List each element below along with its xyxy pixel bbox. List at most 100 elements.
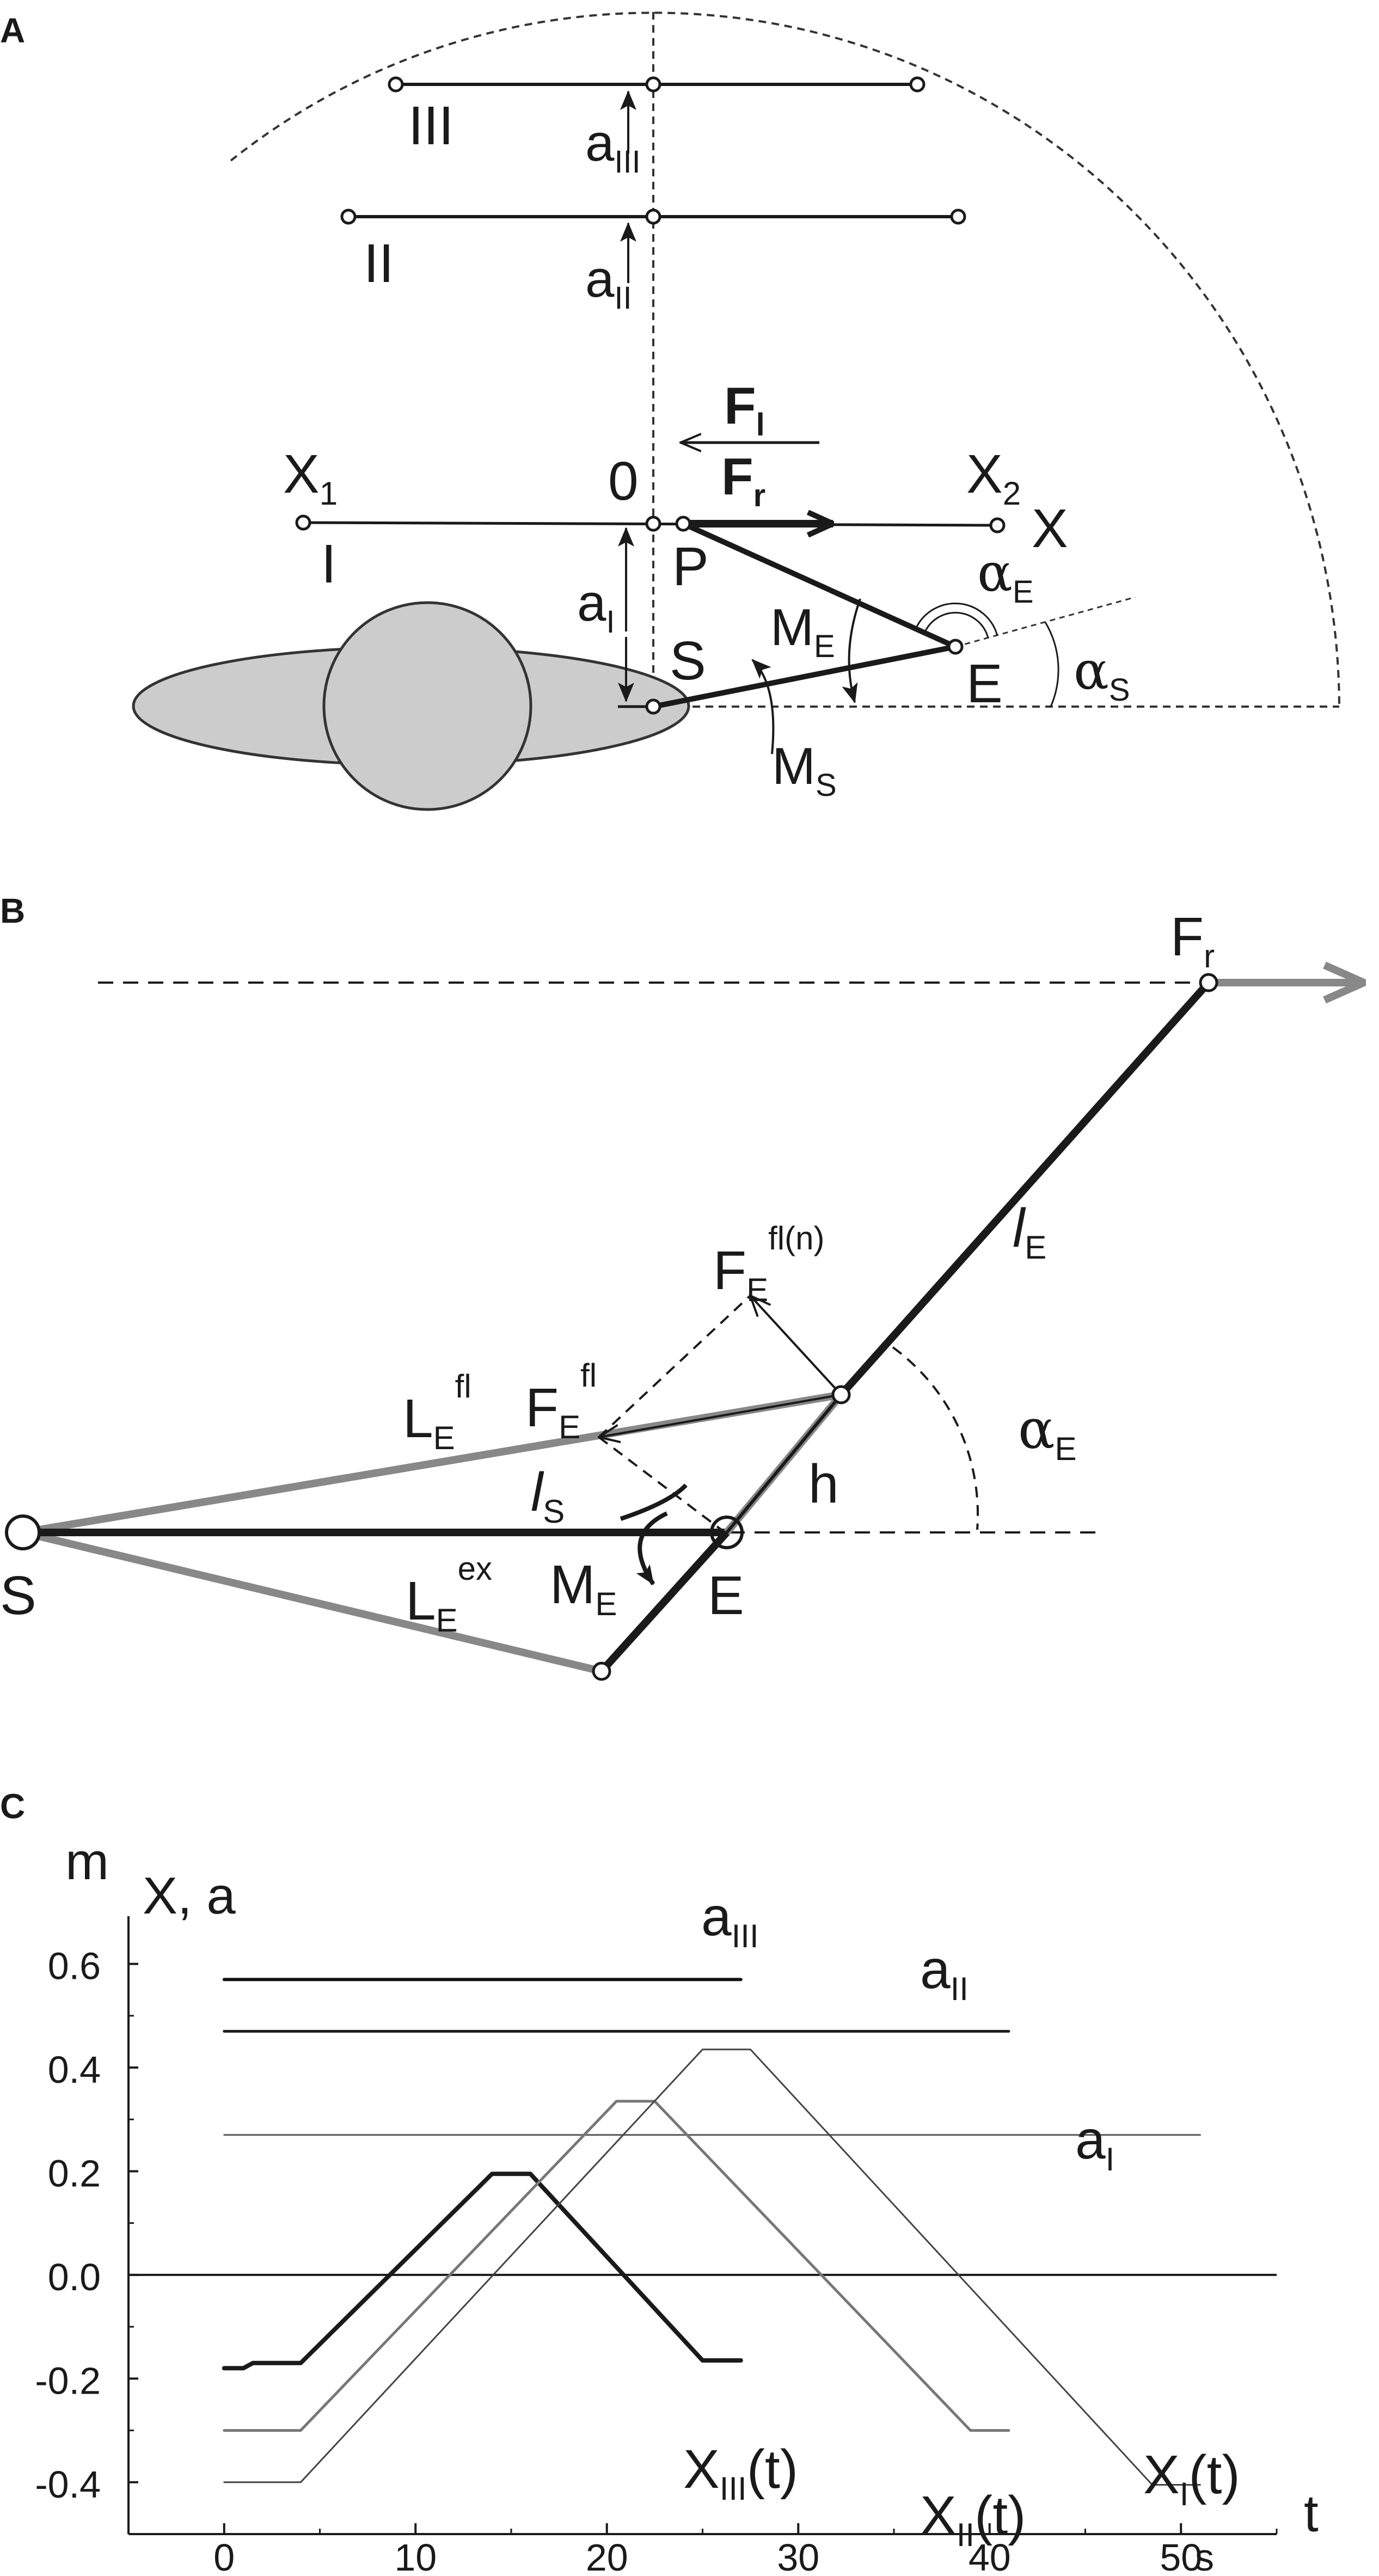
force-parallelogram-left-dashed [598,1436,722,1531]
origin-point [645,516,661,532]
y-tick-label: 0.6 [48,1945,101,1988]
x-tick-label: 0 [213,2536,235,2576]
x-axis-label: X [1032,498,1068,559]
moment-label-me: ME [770,598,835,664]
panel-c-letter: C [0,1787,25,1826]
hand-point-b [1199,973,1218,992]
x2-label: X2 [966,444,1021,512]
y-tick-label: 0.0 [48,2256,101,2298]
x1-label: X1 [283,444,338,512]
elbow-joint-e [710,1516,744,1549]
upper-arm-label-ls: lS [531,1462,565,1530]
extensor-muscle-line [22,1529,603,1675]
chart-series-labels: aIII aII aI XIII(t) XII(t) XI(t) [683,1886,1240,2553]
track-III-left-end [388,76,404,93]
angle-label-alpha-s: αS [1074,640,1130,708]
moment-arrow-me-b-top [620,1483,688,1521]
moment-label-me-b: ME [550,1554,617,1622]
upper-arm-segment [653,644,956,709]
series-line-x-ii [223,2100,1010,2432]
force-label-fr: Fr [721,447,765,513]
distance-label-a-III: aIII [585,114,641,180]
forearm-lower-extension [598,1530,730,1674]
muscle-label-le-ex: LEex [406,1550,492,1639]
y-tick-label: 0.4 [48,2048,101,2091]
moment-label-ms: MS [772,737,837,803]
forearm-label-le: lE [1013,1198,1046,1266]
moment-arrow-me [842,598,861,703]
extensor-insertion-point [592,1661,611,1681]
shoulder-label-s-b: S [0,1565,36,1626]
y-tick-label: 0.2 [48,2152,101,2194]
point-label-e: E [966,653,1003,714]
track-II-right-end [950,208,966,225]
x-axis-label: t [1304,2485,1319,2543]
track-I-right-end [989,517,1006,533]
level-label-III: III [408,95,453,156]
y-tick-label: -0.4 [35,2463,101,2506]
point-label-p: P [672,536,709,597]
angle-arc-alpha-e-b [892,1346,979,1530]
series-label-a-ii: aII [920,1939,969,2007]
upper-arm-extension-dashed [955,596,1136,648]
force-label-fe-fl: FEfl [525,1357,597,1445]
moment-arrow-ms [751,659,775,755]
level-label-I: I [321,533,336,594]
forearm-segment [682,521,957,649]
series-line-x-iii [222,2172,743,2371]
muscle-label-le-fl: LEfl [403,1368,471,1456]
track-II-center [645,208,661,225]
distance-label-a-II: aII [585,250,632,316]
series-label-x-i: XI(t) [1143,2444,1240,2512]
force-parallelogram-top-dashed [598,1295,751,1438]
force-label-fr-b: Fr [1170,906,1215,974]
moment-arrow-me-b [636,1511,668,1586]
x-tick-label: 40 [969,2536,1011,2576]
shoulder-joint-s [5,1514,41,1550]
panel-b-letter: B [0,891,25,930]
force-vector-fe-fl [599,1394,842,1437]
series-label-a-i: aI [1075,2109,1114,2178]
x-tick-label: 20 [586,2536,628,2576]
origin-zero-label: 0 [608,451,639,512]
x-tick-label: 30 [777,2536,819,2576]
forearm-line-le [838,980,1212,1397]
series-label-x-ii: XII(t) [920,2485,1026,2553]
angle-arc-alpha-s [1044,622,1059,707]
panel-a-letter: A [0,11,25,50]
level-label-II: II [364,233,394,294]
x-tick-label: 10 [394,2536,437,2576]
forearm-inner-line [725,1394,843,1534]
hand-point-p [675,516,691,532]
series-label-x-iii: XIII(t) [683,2439,798,2507]
panel-b: B Fr FEfl(n) lE FEfl LEfl αE [0,891,1364,1681]
series-line-x-i [223,2048,1201,2486]
angle-arc-alpha-e-outer [915,603,998,636]
series-label-a-iii: aIII [701,1886,759,1954]
panel-a: A III aIII II aII Fl X1 [0,11,1340,811]
force-label-fl: Fl [724,377,765,443]
head-circle [322,601,532,811]
y-axis-label: X, a [143,1867,236,1925]
flexor-insertion-point [831,1385,851,1404]
force-vector-fe-fl-n [750,1296,842,1396]
shoulder-point-s [645,698,661,715]
track-III-center [645,76,661,93]
chart-series [222,1978,1201,2486]
elbow-label-e-b: E [708,1565,744,1626]
angle-arc-alpha-e-inner [923,612,989,639]
y-tick-label: -0.2 [35,2359,101,2402]
track-III-right-end [909,76,926,93]
angle-label-alpha-e: αE [977,542,1034,610]
moment-arm-label-h: h [808,1453,839,1514]
distance-label-a-I: aI [577,574,615,640]
force-label-fe-fl-n: FEfl(n) [713,1220,824,1308]
elbow-point-e [947,639,964,655]
angle-label-alpha-e-b: αE [1018,1397,1077,1467]
point-label-s: S [670,630,706,691]
track-I-left-end [295,514,311,531]
x-unit-label: s [1195,2536,1214,2576]
